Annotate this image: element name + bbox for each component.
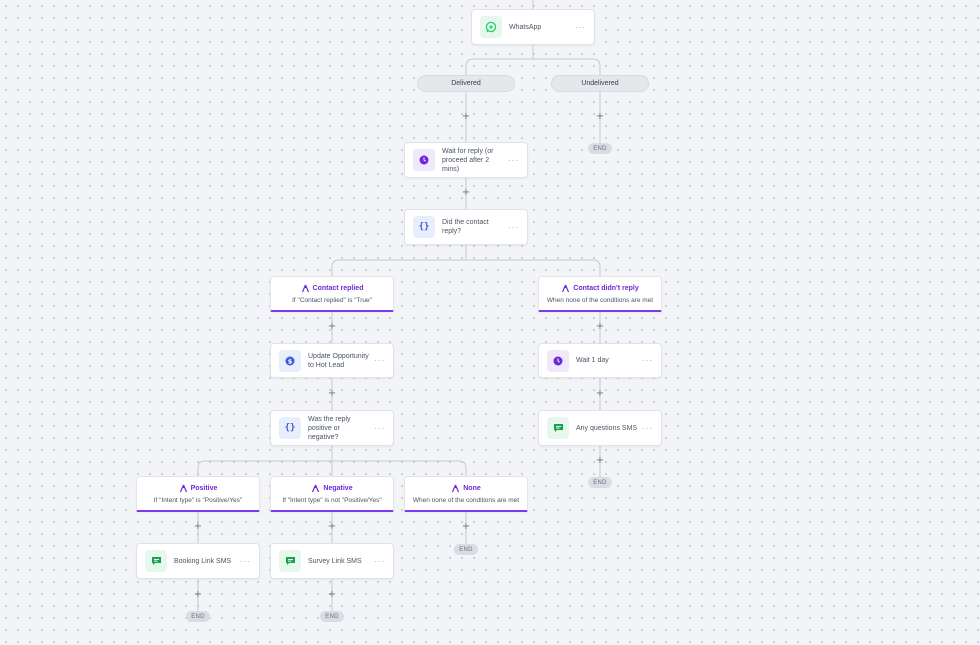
add-step-button[interactable]: + [327,521,337,532]
delivered-pill[interactable]: Delivered [417,75,515,92]
node-label: Was the reply positive or negative? [308,415,351,441]
end-marker: END [588,143,612,154]
more-options-icon[interactable]: ··· [642,423,653,433]
branch-title: Negative [323,484,353,492]
node-label: Did the contact reply? [442,219,489,235]
branch-subtitle: If "Contact replied" is "True" [292,296,372,304]
dollar-icon: $ [279,349,301,372]
node-label: WhatsApp [509,23,542,31]
whatsapp-icon [480,16,502,38]
node-label: Survey Link SMS [308,557,362,565]
undelivered-pill[interactable]: Undelivered [551,75,649,92]
clock-icon [413,149,435,171]
end-marker: END [588,477,612,488]
add-step-button[interactable]: + [461,187,471,198]
condition-braces-icon: {} [413,216,435,238]
clock-icon [547,349,569,372]
add-step-button[interactable]: + [595,388,605,399]
more-options-icon[interactable]: ··· [508,155,519,165]
wait-1-day-node[interactable]: Wait 1 day ··· [538,343,662,378]
branch-title: Contact didn't reply [573,284,639,292]
branch-split-icon [179,484,187,492]
add-step-button[interactable]: + [193,589,203,600]
booking-link-sms-node[interactable]: Booking Link SMS ··· [136,543,260,579]
branch-title: None [463,484,481,492]
more-options-icon[interactable]: ··· [374,423,385,433]
branch-subtitle: When none of the conditions are met [546,296,654,304]
condition-braces-icon: {} [279,417,301,439]
branch-negative[interactable]: Negative If "Intent type" is not "Positi… [270,476,394,512]
node-label: Any questions SMS [576,424,638,432]
node-label: Wait 1 day [576,357,609,364]
end-marker: END [186,611,210,622]
wait-for-reply-node[interactable]: Wait for reply (or proceed after 2 mins)… [404,142,528,178]
add-step-button[interactable]: + [595,321,605,332]
add-step-button[interactable]: + [461,111,471,122]
any-questions-sms-node[interactable]: Any questions SMS ··· [538,410,662,446]
branch-title: Contact replied [312,284,364,292]
more-options-icon[interactable]: ··· [642,356,653,365]
add-step-button[interactable]: + [327,589,337,600]
node-label: Update Opportunity to Hot Lead [308,352,369,369]
sms-icon [279,550,301,572]
svg-text:$: $ [288,357,293,365]
node-label: Wait for reply (or proceed after 2 mins) [442,147,494,173]
end-marker: END [454,544,478,555]
add-step-button[interactable]: + [327,388,337,399]
node-label: Booking Link SMS [174,557,232,565]
add-step-button[interactable]: + [595,455,605,466]
branch-contact-didnt-reply[interactable]: Contact didn't reply When none of the co… [538,276,662,312]
branch-split-icon [312,484,320,492]
end-marker: END [320,611,344,622]
branch-split-icon [301,284,309,292]
add-step-button[interactable]: + [327,321,337,332]
branch-subtitle: If "Intent type" is "Positive/Yes" [153,496,243,504]
more-options-icon[interactable]: ··· [575,22,586,32]
add-step-button[interactable]: + [595,111,605,122]
whatsapp-node[interactable]: WhatsApp ··· [471,9,595,45]
branch-subtitle: When none of the conditions are met [412,496,520,504]
more-options-icon[interactable]: ··· [374,556,385,566]
add-step-button[interactable]: + [461,521,471,532]
branch-subtitle: If "Intent type" is not "Positive/Yes" [282,496,382,504]
more-options-icon[interactable]: ··· [374,356,385,365]
more-options-icon[interactable]: ··· [240,556,251,566]
branch-split-icon [562,284,570,292]
branch-title: Positive [190,484,218,492]
reply-positive-negative-node[interactable]: {} Was the reply positive or negative? ·… [270,410,394,446]
update-opportunity-node[interactable]: $ Update Opportunity to Hot Lead ··· [270,343,394,378]
survey-link-sms-node[interactable]: Survey Link SMS ··· [270,543,394,579]
branch-none[interactable]: None When none of the conditions are met [404,476,528,512]
more-options-icon[interactable]: ··· [508,222,519,232]
did-contact-reply-node[interactable]: {} Did the contact reply? ··· [404,209,528,245]
sms-icon [547,417,569,439]
add-step-button[interactable]: + [193,521,203,532]
branch-split-icon [452,484,460,492]
branch-contact-replied[interactable]: Contact replied If "Contact replied" is … [270,276,394,312]
sms-icon [145,550,167,572]
branch-positive[interactable]: Positive If "Intent type" is "Positive/Y… [136,476,260,512]
